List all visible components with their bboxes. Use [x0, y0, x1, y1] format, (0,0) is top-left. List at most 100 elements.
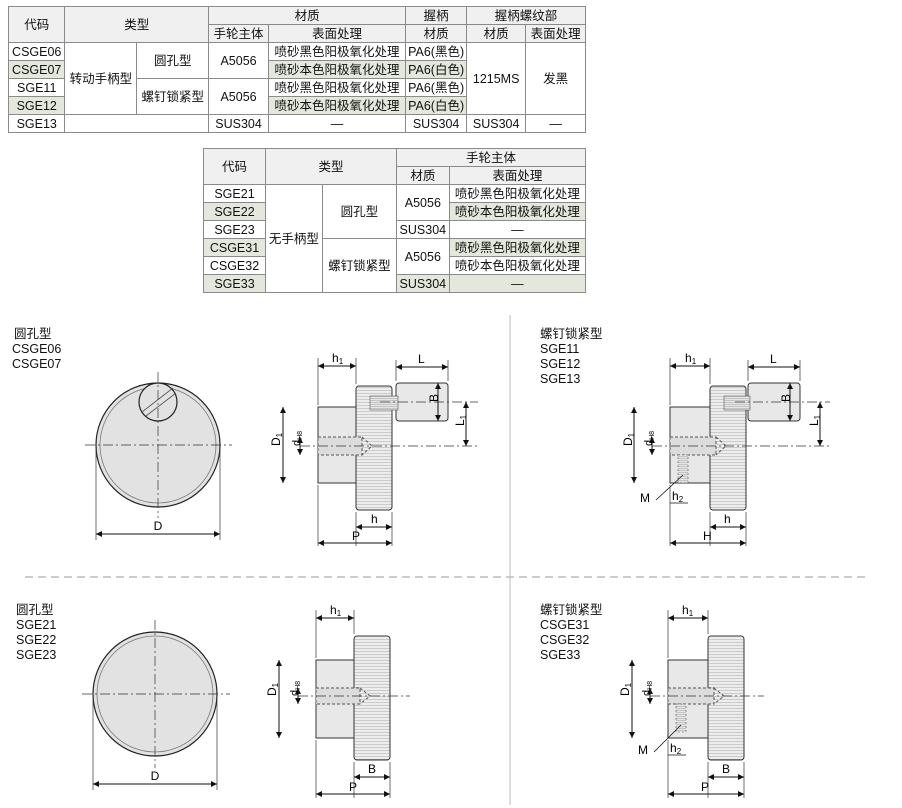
side-view-plain: h1 D1 dH8 B P: [265, 603, 410, 798]
handle-type-cell: 转动手柄型: [64, 42, 138, 115]
hdr-mat: 材质: [395, 166, 450, 185]
mat-cell: SUS304: [395, 274, 450, 293]
dim-h2: h2: [672, 489, 684, 504]
dim-D: D: [154, 519, 163, 533]
dim-D1: D1: [269, 432, 284, 446]
dim-M: M: [638, 743, 648, 757]
dim-M: M: [640, 491, 650, 505]
code-cell: SGE33: [202, 274, 267, 293]
surf-cell: 喷砂本色阳极氧化处理: [267, 96, 407, 115]
dim-P: P: [349, 780, 357, 794]
label-bottom-left: 圆孔型 SGE21 SGE22 SGE23: [16, 603, 56, 663]
mat-cell: A5056: [395, 238, 450, 275]
code-cell: CSGE07: [7, 60, 66, 79]
surf-cell: 喷砂本色阳极氧化处理: [267, 60, 407, 79]
code-cell: CSGE06: [7, 42, 66, 61]
type-round-cell: 圆孔型: [321, 184, 397, 239]
label-code: SGE21: [16, 618, 57, 632]
dim-dH8: dH8: [289, 681, 302, 696]
hdr-wheel-body: 手轮主体: [395, 148, 587, 167]
surf-cell: —: [267, 114, 407, 133]
front-view-plain: D: [82, 620, 230, 790]
side-view-plain-screw: h1 D1 dH8 M h2 B P: [618, 603, 764, 798]
surf-cell: 喷砂本色阳极氧化处理: [448, 202, 587, 221]
dim-D1: D1: [621, 432, 636, 446]
dim-B: B: [779, 394, 793, 402]
front-view-handle: D: [85, 372, 232, 540]
hdr-grip: 握柄: [405, 6, 468, 25]
side-view-handle-screw: h1 L B L1 D1 dH8 M h2 h H: [621, 351, 832, 546]
label-top-left: 圆孔型 CSGE06 CSGE07: [12, 327, 62, 372]
side-view-handle: h1 L B L1 D1 dH8 h P: [269, 351, 480, 546]
type-screw-cell: 螺钉锁紧型: [136, 78, 210, 115]
dim-B: B: [427, 394, 441, 402]
knurl-mat-cell: 1215MS: [466, 42, 527, 115]
surf-cell: —: [448, 274, 587, 293]
grip-mat-cell: SUS304: [405, 114, 468, 133]
dim-L: L: [770, 352, 777, 366]
knurl-mat-cell: SUS304: [466, 114, 527, 133]
empty-type-cell: [64, 114, 209, 133]
surf-cell: 喷砂本色阳极氧化处理: [448, 256, 587, 275]
hdr-type: 类型: [265, 148, 397, 185]
mat-cell: A5056: [208, 78, 269, 115]
surf-cell: 喷砂黑色阳极氧化处理: [267, 78, 407, 97]
hdr-knurl-mat: 材质: [466, 24, 527, 43]
mat-cell: A5056: [395, 184, 450, 221]
dim-h1: h1: [682, 603, 694, 618]
label-code: CSGE07: [12, 357, 62, 371]
code-cell: SGE13: [7, 114, 66, 133]
label-code: SGE13: [540, 372, 581, 386]
label-code: SGE22: [16, 633, 57, 647]
dim-h1: h1: [685, 351, 697, 366]
hdr-knurl: 握柄螺纹部: [466, 6, 586, 25]
spec-table-2: 代码 类型 手轮主体 材质 表面处理 SGE21 无手柄型 圆孔型 A5056 …: [202, 148, 587, 293]
label-code: SGE33: [540, 648, 581, 662]
mat-cell: SUS304: [395, 220, 450, 239]
hdr-surface: 表面处理: [448, 166, 587, 185]
grip-mat-cell: PA6(白色): [405, 60, 468, 79]
code-cell: CSGE31: [202, 238, 267, 257]
hdr-material: 材质: [208, 6, 407, 25]
code-cell: SGE12: [7, 96, 66, 115]
dim-L1: L1: [453, 414, 468, 426]
dim-h1: h1: [330, 603, 342, 618]
label-code: CSGE32: [540, 633, 590, 647]
label-type: 螺钉锁紧型: [540, 327, 603, 341]
dim-D1: D1: [618, 682, 633, 696]
spec-table-1: 代码 类型 材质 握柄 握柄螺纹部 手轮主体 表面处理 材质 材质 表面处理 C…: [7, 6, 586, 133]
dim-B: B: [722, 762, 730, 776]
hdr-code: 代码: [202, 148, 267, 185]
knurl-surf-cell: —: [525, 114, 586, 133]
mat-cell: SUS304: [208, 114, 269, 133]
dim-L: L: [418, 352, 425, 366]
label-type: 圆孔型: [16, 603, 54, 617]
dim-P: P: [701, 780, 709, 794]
dim-D: D: [151, 769, 160, 783]
label-type: 圆孔型: [14, 327, 52, 341]
knurl-surf-cell: 发黑: [525, 42, 586, 115]
label-top-right: 螺钉锁紧型 SGE11 SGE12 SGE13: [540, 327, 603, 387]
label-code: SGE12: [540, 357, 581, 371]
dim-D1: D1: [265, 682, 280, 696]
mat-cell: A5056: [208, 42, 269, 79]
label-code: CSGE31: [540, 618, 590, 632]
hdr-code: 代码: [7, 6, 66, 43]
dim-h2: h2: [670, 741, 682, 756]
label-type: 螺钉锁紧型: [540, 603, 603, 617]
dim-dH8: dH8: [641, 681, 654, 696]
dim-H: H: [703, 529, 712, 543]
dim-h: h: [371, 512, 378, 526]
dim-B: B: [368, 762, 376, 776]
dim-dH8: dH8: [643, 431, 656, 446]
dim-h: h: [724, 512, 731, 526]
hdr-type: 类型: [64, 6, 210, 43]
type-round-cell: 圆孔型: [136, 42, 210, 79]
label-code: SGE11: [540, 342, 580, 356]
label-code: CSGE06: [12, 342, 62, 356]
label-code: SGE23: [16, 648, 57, 662]
dim-L1: L1: [807, 414, 822, 426]
label-bottom-right: 螺钉锁紧型 CSGE31 CSGE32 SGE33: [540, 603, 603, 663]
dim-dH8: dH8: [291, 431, 304, 446]
